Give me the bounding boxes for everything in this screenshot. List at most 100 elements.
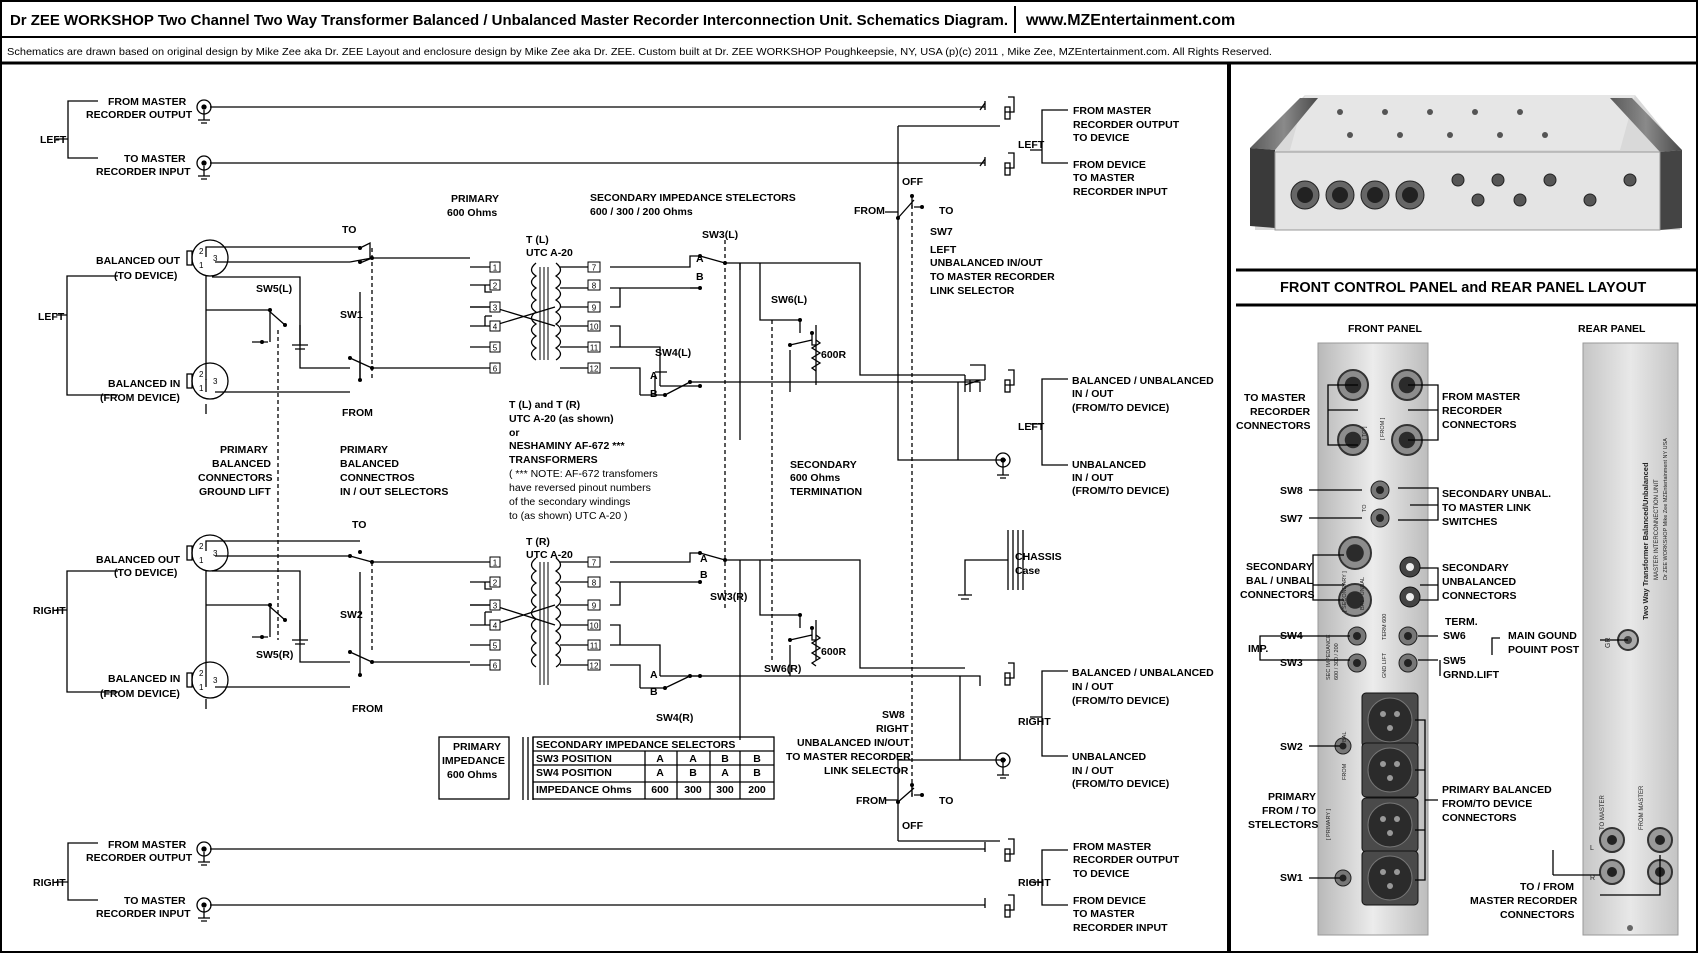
front-print-8: GND LIFT <box>1382 652 1388 678</box>
switch-contact <box>698 254 702 258</box>
pin-box <box>489 639 501 651</box>
panel-sec-unbal-link-1: SECONDARY UNBAL. <box>1442 488 1551 500</box>
label-from-sw8: FROM <box>856 795 887 807</box>
label-from-r: FROM <box>352 703 383 715</box>
pin-box <box>489 556 501 568</box>
toggle-lever <box>1339 742 1347 750</box>
switch-contact <box>798 613 802 617</box>
panel-prim-bal-3: CONNECTORS <box>1442 812 1516 824</box>
jack <box>1451 173 1465 187</box>
switch-contact <box>348 554 352 558</box>
panel-to-from-1: TO / FROM <box>1520 881 1574 893</box>
label-tltr-2: UTC A-20 (as shown) <box>509 413 614 425</box>
panel-sec-unbal-1: SECONDARY <box>1442 562 1509 574</box>
label-tltr-6: ( *** NOTE: AF-672 transfomers <box>509 468 658 480</box>
front-print-5: BAL / UNBAL <box>1360 577 1366 610</box>
label-unbal-l-1: UNBALANCED <box>1072 459 1146 471</box>
pin-box <box>489 341 501 353</box>
pin-number: 8 <box>592 579 597 588</box>
pin-box <box>489 362 501 374</box>
panel-sec-unbal-3: CONNECTORS <box>1442 590 1516 602</box>
toggle-lever <box>1339 874 1347 882</box>
label-prim-gl-2: BALANCED <box>212 458 271 470</box>
label-b-3r: B <box>700 569 708 581</box>
label-from-master-1: FROM MASTER <box>108 96 187 108</box>
rear-l: L <box>1590 845 1594 852</box>
label-to-r: TO <box>352 519 366 531</box>
label-sw4r: SW4(R) <box>656 712 693 724</box>
xlr-socket <box>1367 855 1413 901</box>
xlr-pin-hole <box>1387 830 1393 836</box>
panel-to-from-2: MASTER RECORDER <box>1470 895 1578 907</box>
pin-box <box>489 619 501 631</box>
pin-number: 7 <box>592 559 597 568</box>
front-jack-sec-bal-l-core <box>1346 544 1364 562</box>
switch-contact <box>268 603 272 607</box>
label-right-unbal: RIGHT <box>1018 716 1051 728</box>
switch-contact <box>283 618 287 622</box>
screw-hole <box>1427 109 1433 115</box>
label-bal-in-r-1: BALANCED IN <box>108 673 180 685</box>
xlr-pin: 1 <box>199 384 204 393</box>
label-from-master-dev-r-1: FROM MASTER <box>1073 841 1152 853</box>
label-sw4l: SW4(L) <box>655 347 691 359</box>
pin-number: 1 <box>493 264 498 273</box>
label-bal-out-r-2: (TO DEVICE) <box>114 567 177 579</box>
switch-contact <box>348 356 352 360</box>
label-from-master-dev-r-3: TO DEVICE <box>1073 868 1129 880</box>
jack <box>1543 173 1557 187</box>
pin-box <box>587 261 601 273</box>
label-sec-sel-2: 600 / 300 / 200 Ohms <box>590 206 693 218</box>
label-sec-sel: SECONDARY IMPEDANCE STELECTORS <box>590 192 796 204</box>
label-bal-out-l-2: (TO DEVICE) <box>114 270 177 282</box>
label-sw2: SW2 <box>340 609 363 621</box>
label-600r-l: 600R <box>821 349 847 361</box>
switch-contact <box>370 660 374 664</box>
switch-contact <box>358 246 362 250</box>
label-bal-out-l-1: BALANCED OUT <box>96 255 181 267</box>
panel-labels: FRONT PANEL REAR PANEL TO MASTER RECORDE… <box>1236 323 1646 921</box>
label-bal-unbal-r-3: (FROM/TO DEVICE) <box>1072 695 1169 707</box>
pin-number: 3 <box>493 304 498 313</box>
table-cell: B <box>721 753 729 765</box>
xlr-pin: 2 <box>199 542 204 551</box>
front-print-1: [ TO ] <box>1362 426 1368 440</box>
label-prim-sel-4: IN / OUT SELECTORS <box>340 486 448 498</box>
label-sw1: SW1 <box>340 309 363 321</box>
screw-hole <box>1447 132 1453 138</box>
label-sec-term-2: 600 Ohms <box>790 472 840 484</box>
panel-to-master-2: RECORDER <box>1250 406 1311 418</box>
front-jack-from-master-l-core <box>1398 376 1416 394</box>
label-from-device-r-2: TO MASTER <box>1073 908 1135 920</box>
switch-contact <box>663 686 667 690</box>
panel-sw8: SW8 <box>1280 485 1303 497</box>
xlr-pin: 3 <box>213 549 218 558</box>
label-600r-r: 600R <box>821 646 847 658</box>
table-header: SECONDARY IMPEDANCE SELECTORS <box>536 739 735 751</box>
switch-contact <box>723 558 727 562</box>
label-to-sw7: TO <box>939 205 953 217</box>
label-prim-sel-2: BALANCED <box>340 458 399 470</box>
front-print-9: TERM 600 <box>1382 614 1388 640</box>
page-title: Dr ZEE WORKSHOP Two Channel Two Way Tran… <box>10 13 1008 29</box>
table-row-label: SW3 POSITION <box>536 753 612 765</box>
jack <box>1623 173 1637 187</box>
label-sw8-4: TO MASTER RECORDER <box>786 751 911 763</box>
connector-symbols <box>186 99 1011 918</box>
switch-contact <box>370 366 374 370</box>
rear-panel-heading: REAR PANEL <box>1578 323 1646 335</box>
toggle-lever <box>1353 659 1361 667</box>
xlr-pin-hole <box>1380 869 1386 875</box>
switch-contact <box>260 635 264 639</box>
label-prim-gl-4: GROUND LIFT <box>199 486 271 498</box>
switch-contact <box>268 308 272 312</box>
xlr-core <box>1402 187 1418 203</box>
label-a-4r: A <box>650 669 658 681</box>
label-left-r-top: LEFT <box>1018 139 1045 151</box>
label-unbal-r-2: IN / OUT <box>1072 765 1114 777</box>
label-bal-unbal-l-1: BALANCED / UNBALANCED <box>1072 375 1214 387</box>
label-off-l: OFF <box>902 176 924 188</box>
